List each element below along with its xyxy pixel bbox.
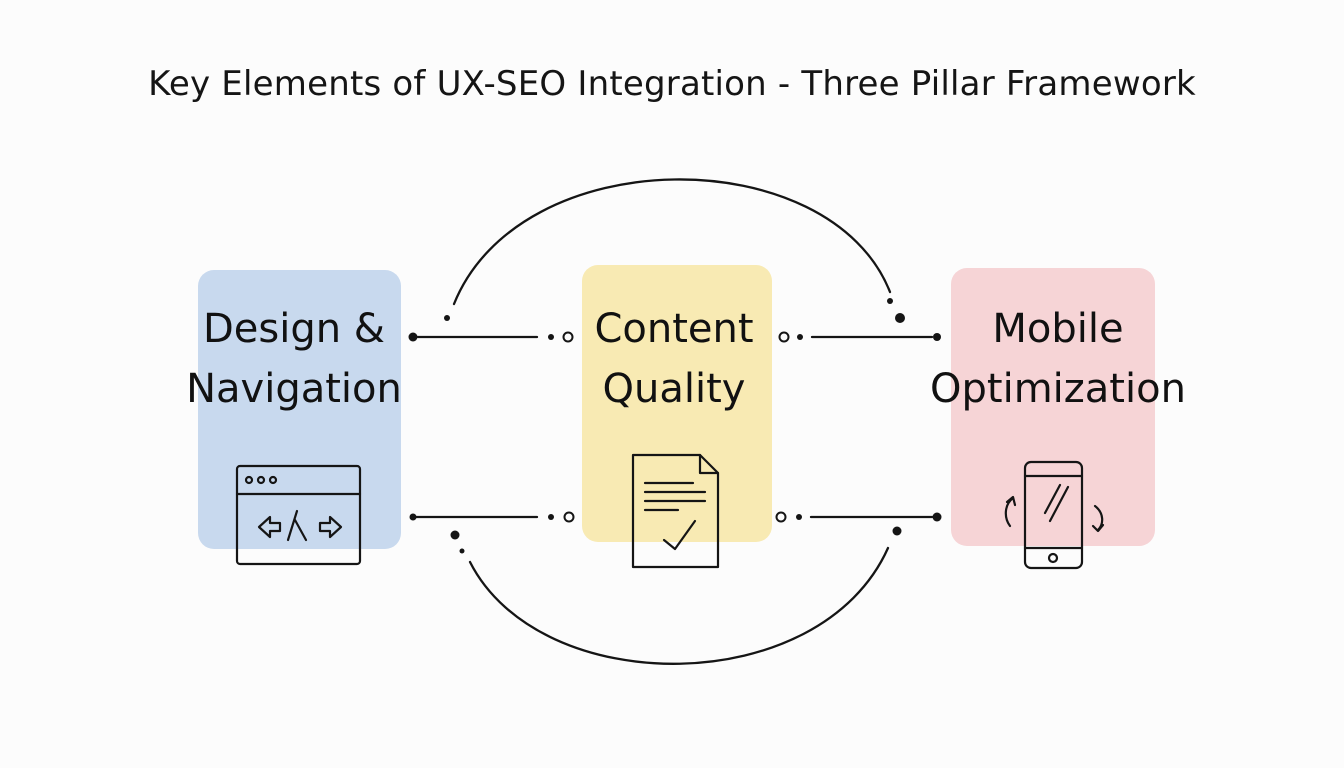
document-check-icon: [631, 453, 720, 569]
bottom-arc-dot-left: [450, 530, 460, 540]
smartphone-rotate-icon: [1004, 460, 1105, 570]
design-navigation-background: [198, 270, 401, 549]
page-title: Key Elements of UX-SEO Integration - Thr…: [148, 64, 1196, 104]
top-arc-dot-right: [895, 313, 905, 323]
pillar-label-line: Optimization: [930, 366, 1186, 412]
pillar-label-line: Navigation: [186, 366, 402, 412]
bottom-arc-dot-left-small: [459, 548, 465, 554]
top-arc-connector: [452, 178, 892, 306]
pillar-label-line: Content: [594, 306, 754, 352]
pillar-label-line: Mobile: [992, 306, 1124, 352]
pillar-label-mobile-optimization: Mobile Optimization: [927, 299, 1189, 419]
mobile-optimization-background: [951, 268, 1155, 546]
bottom-arc-connector: [468, 546, 890, 665]
pillar-label-line: Design &: [202, 306, 385, 352]
top-arc-dot-right-small: [887, 298, 893, 304]
bottom-arc-dot-right: [892, 526, 902, 536]
content-quality-background: [582, 265, 772, 542]
pillar-label-design-navigation: Design & Navigation: [182, 299, 406, 419]
upper-right-connector: [778, 331, 941, 343]
pillar-label-content-quality: Content Quality: [573, 299, 775, 419]
browser-window-code-icon: [235, 464, 362, 566]
lower-right-connector: [775, 511, 942, 523]
pillar-label-line: Quality: [602, 366, 746, 412]
lower-left-connector: [409, 511, 575, 523]
upper-left-connector: [408, 331, 574, 343]
top-arc-dot-left: [444, 315, 450, 321]
